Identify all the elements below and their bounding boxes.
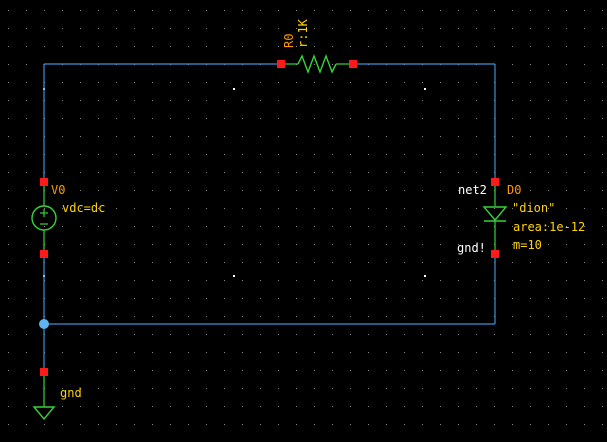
wire-junction[interactable]	[39, 319, 49, 329]
resistor-pin-left[interactable]	[277, 60, 285, 68]
diode-pin-top[interactable]	[491, 178, 499, 186]
ground-pin[interactable]	[40, 368, 48, 376]
wires	[43, 63, 496, 372]
source-pin-bottom[interactable]	[40, 250, 48, 258]
source-param-label: vdc=dc	[62, 201, 105, 215]
ground-label: gnd	[60, 386, 82, 400]
resistor-instance-label: R0	[282, 34, 296, 48]
resistor-value-label: r:1K	[296, 18, 310, 48]
diode-instance-label: D0	[507, 183, 521, 197]
diode-d0[interactable]: D0 "dion" area:1e-12 m=10	[482, 178, 585, 258]
net-label-gnd-bang[interactable]: gnd!	[457, 241, 486, 255]
diode-model-label: "dion"	[512, 201, 555, 215]
diode-multiplier-label: m=10	[513, 238, 542, 252]
source-pin-top[interactable]	[40, 178, 48, 186]
source-instance-label: V0	[51, 183, 65, 197]
diode-area-label: area:1e-12	[513, 220, 585, 234]
ground-gnd[interactable]: gnd	[32, 368, 82, 421]
resistor-pin-right[interactable]	[349, 60, 357, 68]
diode-pin-bottom[interactable]	[491, 250, 499, 258]
ground-symbol-icon	[32, 406, 56, 421]
voltage-source-v0[interactable]: V0 vdc=dc	[31, 178, 105, 258]
net-label-net2[interactable]: net2	[458, 183, 487, 197]
resistor-r0[interactable]: R0 r:1K	[277, 18, 357, 74]
resistor-zigzag-icon	[297, 54, 337, 74]
